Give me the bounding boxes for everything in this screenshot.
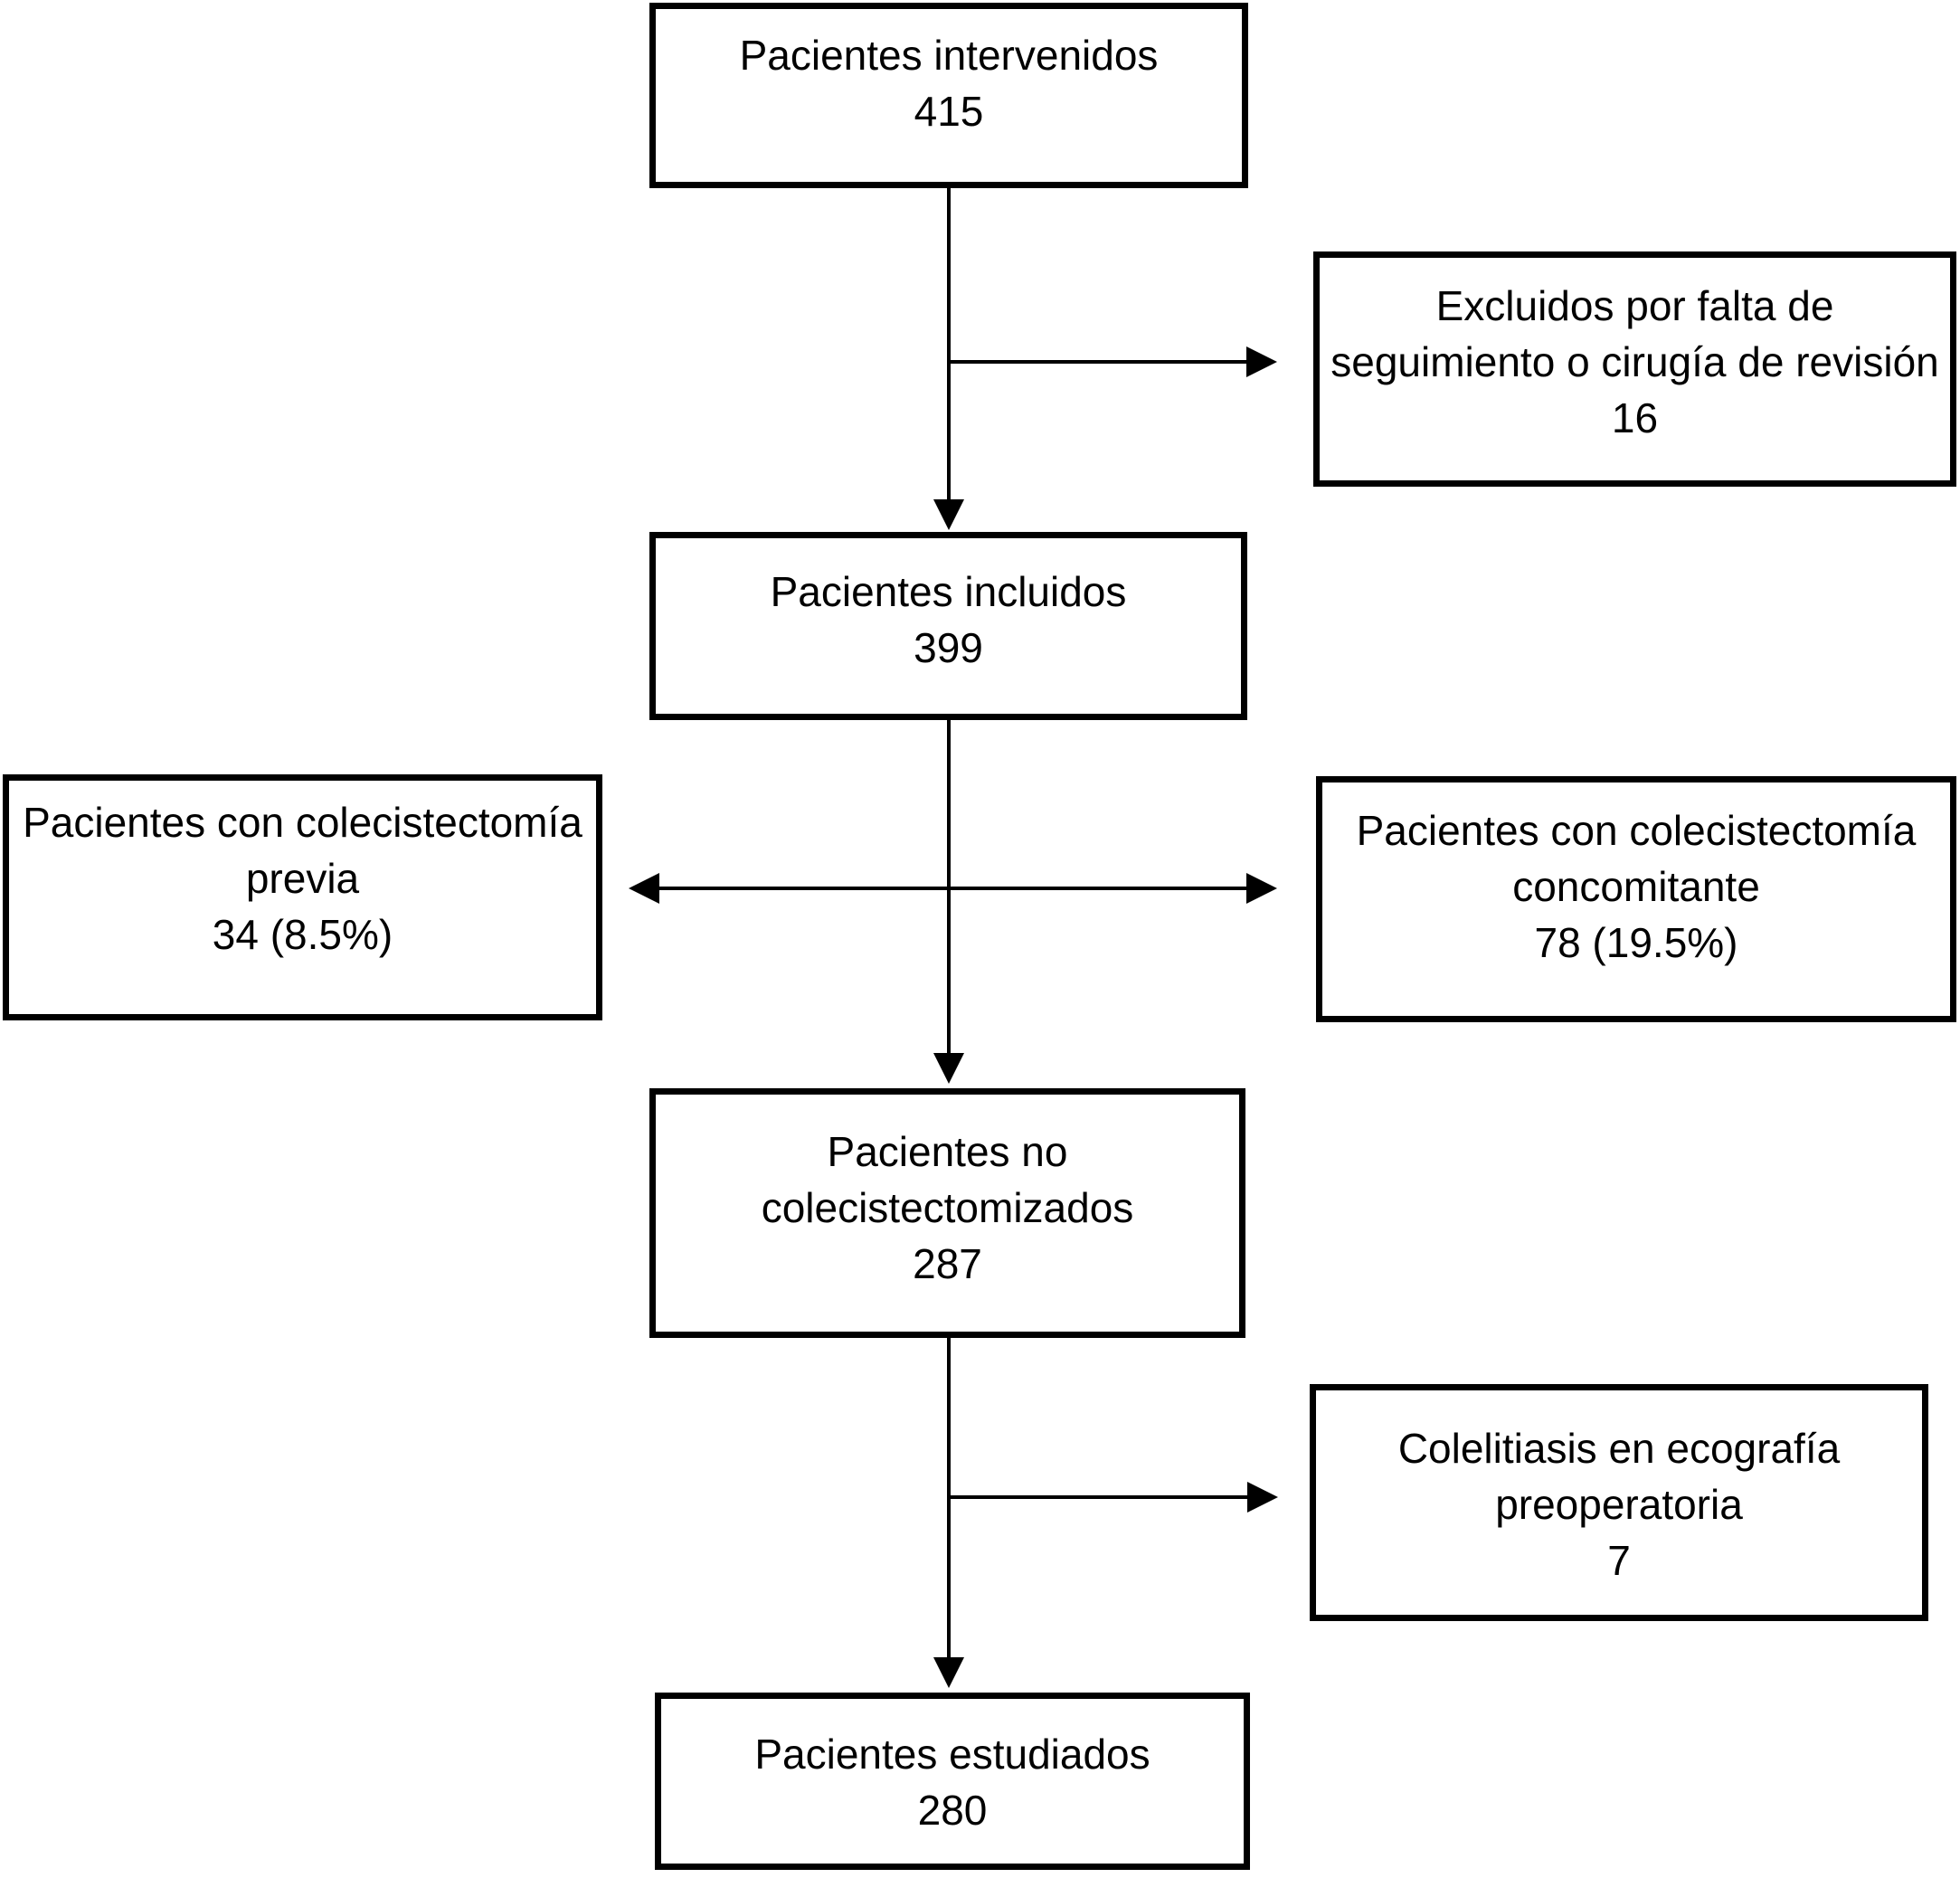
box-value: 16 (1611, 394, 1659, 441)
box-label: Pacientes no colecistectomizados (761, 1128, 1134, 1231)
box-value: 399 (914, 624, 983, 671)
box-label: Pacientes con colecistectomía previa (23, 799, 582, 902)
arrow-no-colecistectomizados-to-estudiados (933, 1338, 964, 1688)
arrow-head-right-icon (1246, 346, 1277, 377)
arrow-head-left-icon (629, 873, 659, 904)
box-pacientes-incluidos: Pacientes incluidos 399 (649, 532, 1247, 720)
box-colecistectomia-previa: Pacientes con colecistectomía previa 34 … (3, 774, 602, 1020)
box-value: 7 (1607, 1537, 1631, 1584)
arrow-head-down-icon (933, 499, 964, 530)
box-label: Colelitiasis en ecografía preoperatoria (1397, 1425, 1841, 1528)
box-value: 415 (914, 88, 984, 135)
arrow-head-right-icon (1246, 873, 1277, 904)
box-label: Pacientes estudiados (754, 1731, 1150, 1778)
box-value: 34 (8.5%) (212, 911, 393, 958)
box-pacientes-estudiados: Pacientes estudiados 280 (655, 1693, 1250, 1870)
box-excluidos: Excluidos por falta de seguimiento o cir… (1313, 251, 1956, 487)
arrow-branch-to-excluidos (949, 346, 1277, 377)
box-label: Pacientes con colecistectomía concomitan… (1356, 807, 1917, 910)
box-value: 78 (19.5%) (1534, 919, 1738, 966)
box-label: Pacientes incluidos (770, 568, 1127, 615)
arrow-head-down-icon (933, 1657, 964, 1688)
box-colecistectomia-concomitante: Pacientes con colecistectomía concomitan… (1316, 776, 1956, 1022)
box-colelitiasis: Colelitiasis en ecografía preoperatoria … (1310, 1384, 1928, 1621)
box-value: 280 (917, 1787, 988, 1834)
arrow-bidirectional-colecistectomia (629, 873, 1277, 904)
box-value: 287 (913, 1240, 982, 1287)
arrow-branch-to-colelitiasis (949, 1482, 1278, 1513)
arrow-head-right-icon (1247, 1482, 1278, 1513)
box-label: Excluidos por falta de seguimiento o cir… (1330, 282, 1939, 385)
box-no-colecistectomizados: Pacientes no colecistectomizados 287 (649, 1088, 1245, 1338)
arrow-incluidos-to-no-colecistectomizados (933, 720, 964, 1084)
box-pacientes-intervenidos: Pacientes intervenidos 415 (649, 3, 1248, 188)
box-label: Pacientes intervenidos (739, 32, 1159, 79)
arrow-head-down-icon (933, 1053, 964, 1084)
arrow-intervenidos-to-incluidos (933, 188, 964, 530)
